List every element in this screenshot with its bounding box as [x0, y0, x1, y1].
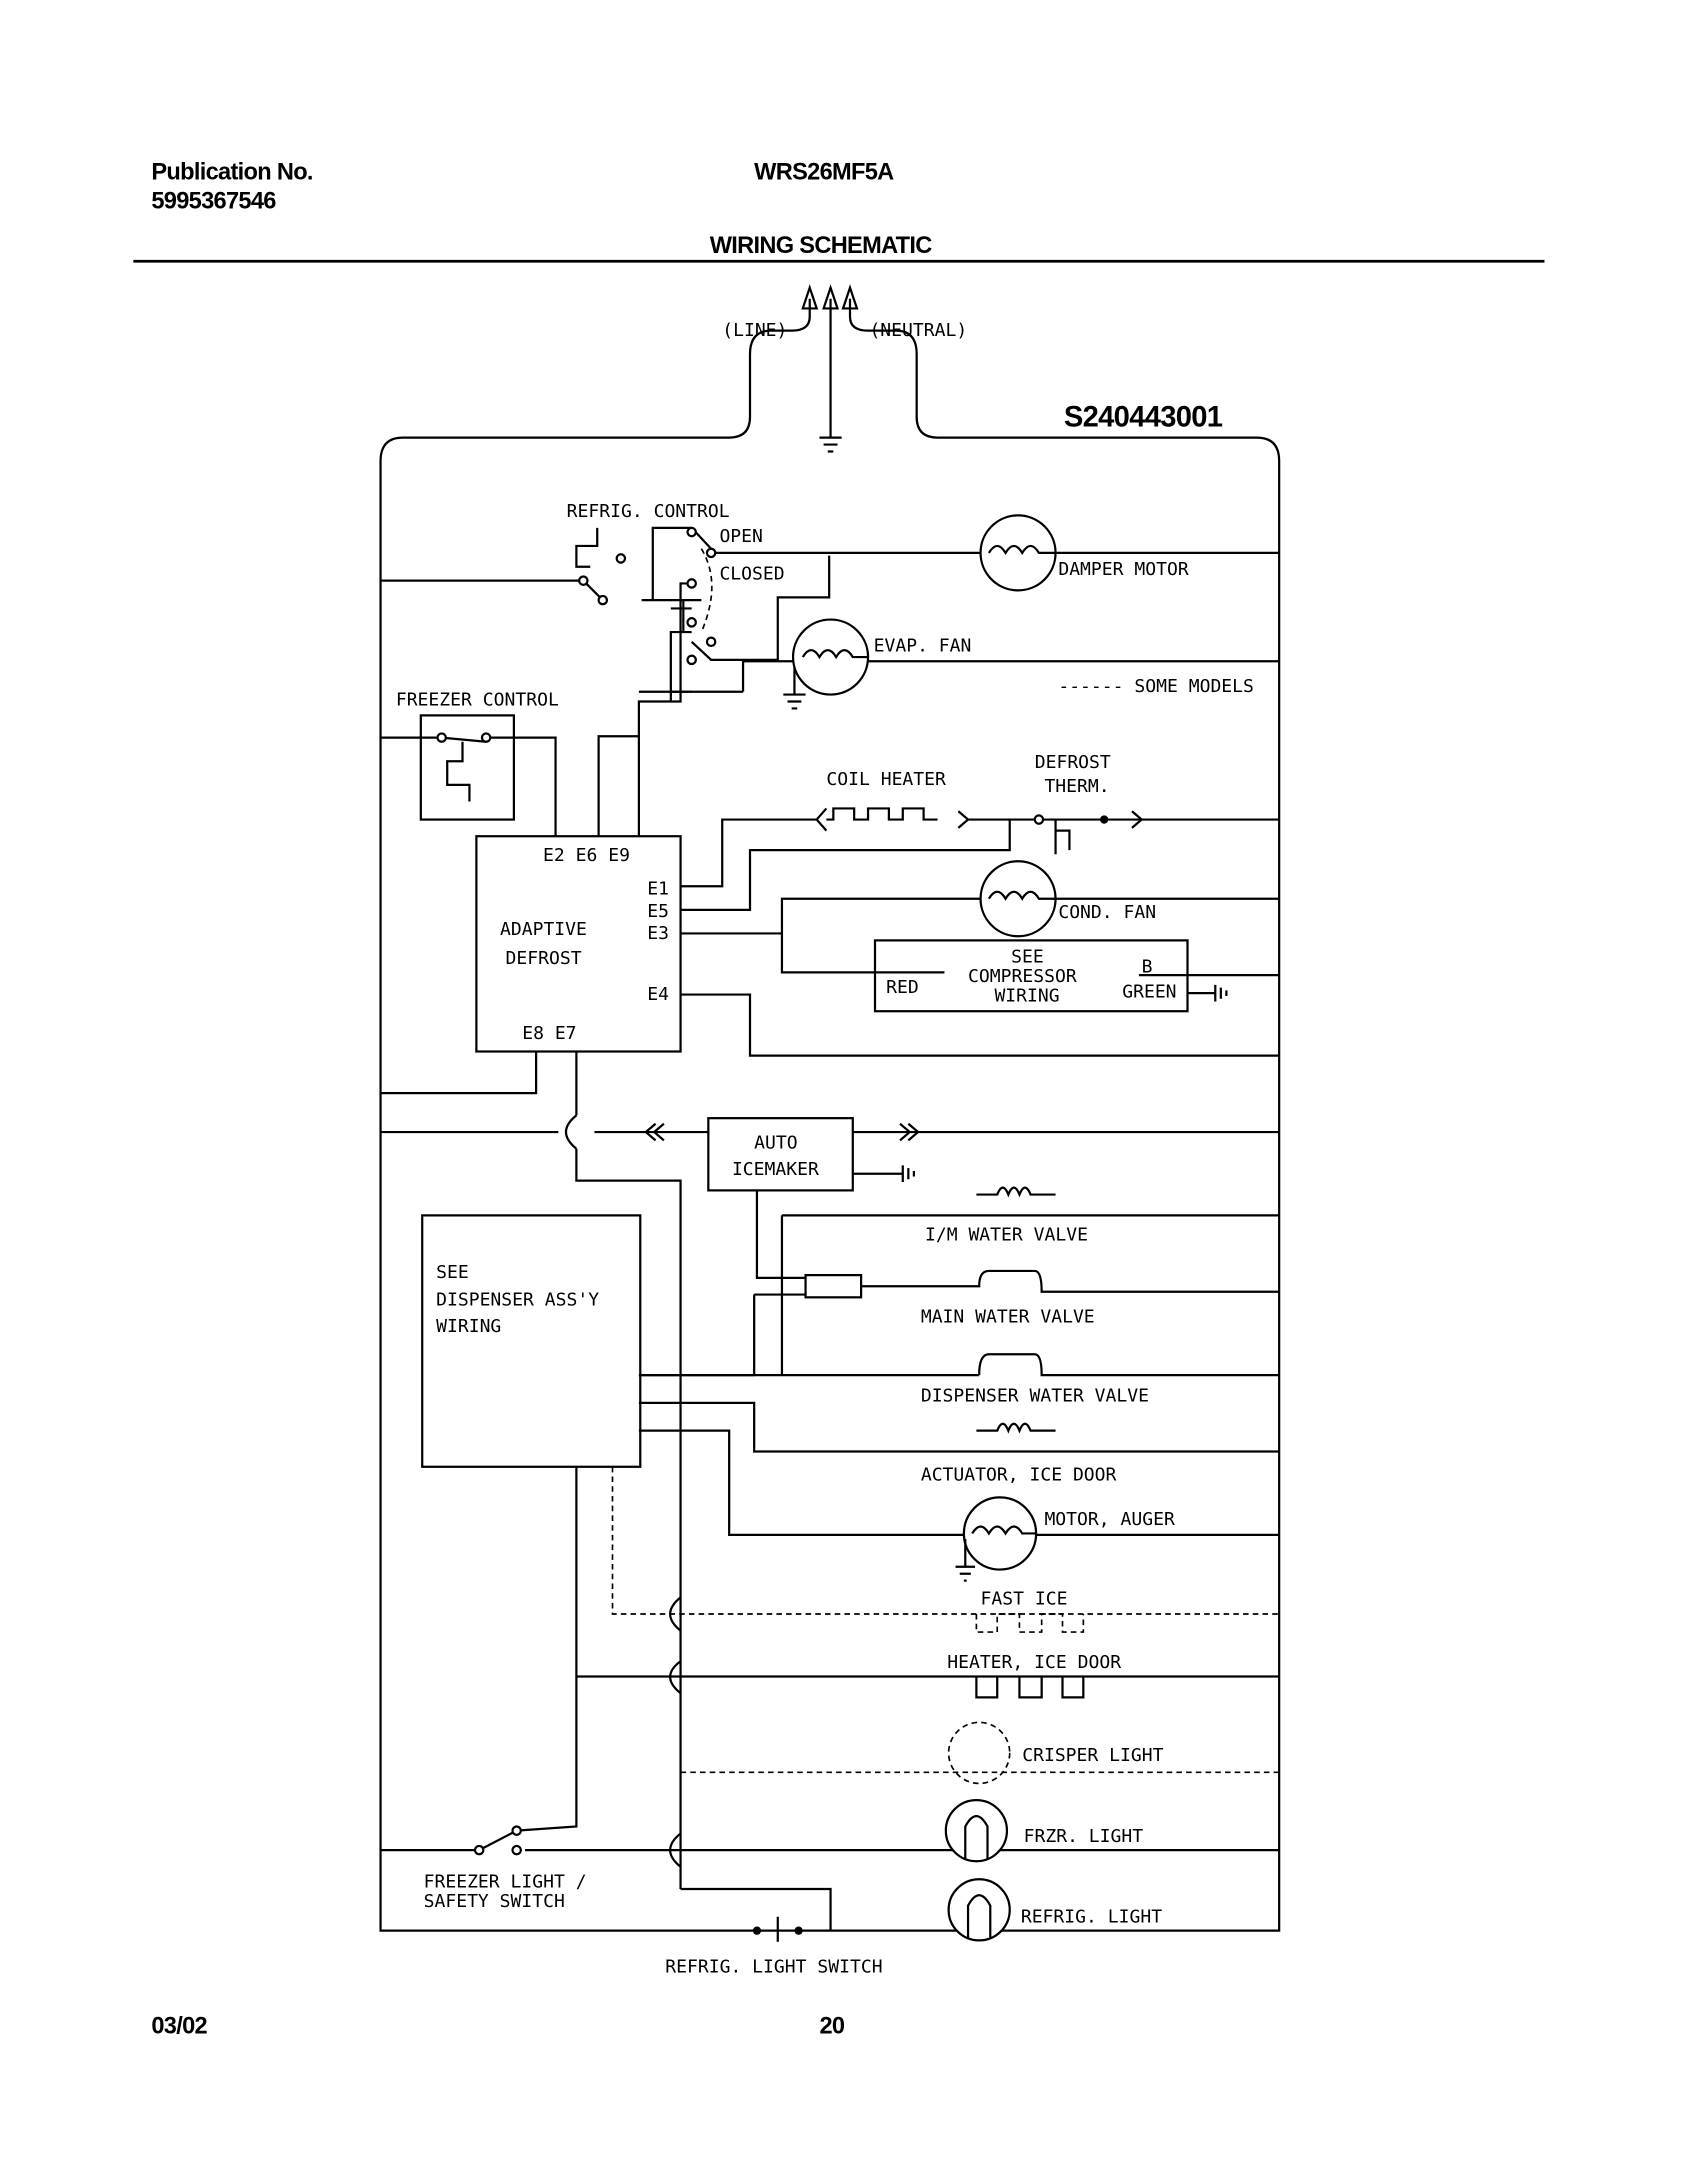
crisper-light-label: CRISPER LIGHT — [1022, 1745, 1163, 1766]
closed-label: CLOSED — [719, 563, 784, 584]
freezer-light-switch-label-2: SAFETY SWITCH — [424, 1891, 565, 1912]
terminal-e1: E1 — [647, 879, 669, 900]
auto-label: AUTO — [754, 1133, 797, 1154]
schematic: (LINE) (NEUTRAL) S240443001 REFRIG. CONT… — [379, 284, 1281, 1977]
neutral-label: (NEUTRAL) — [869, 320, 967, 341]
cond-fan-label: COND. FAN — [1058, 902, 1156, 923]
main-water-valve-label: MAIN WATER VALVE — [921, 1306, 1095, 1327]
fast-ice-heater: FAST ICE HEATER, ICE DOOR — [576, 1588, 1280, 1868]
icemaker-label: ICEMAKER — [732, 1159, 819, 1180]
compressor-text: COMPRESSOR — [968, 966, 1077, 987]
motor-auger-label: MOTOR, AUGER — [1044, 1509, 1175, 1530]
dispenser-text: SEE — [436, 1262, 469, 1283]
freezer-control: FREEZER CONTROL — [380, 690, 639, 837]
power-input: (LINE) (NEUTRAL) S240443001 — [379, 284, 1281, 1932]
terminal-e4: E4 — [647, 984, 669, 1005]
b-wire-label: B — [1142, 956, 1153, 977]
defrost-therm-label: DEFROST — [1035, 752, 1111, 773]
icemaker: AUTO ICEMAKER — [380, 1051, 1280, 1889]
refrig-control-label: REFRIG. CONTROL — [567, 501, 730, 522]
compressor-text: WIRING — [994, 986, 1059, 1007]
dispenser-text: WIRING — [436, 1316, 501, 1337]
freezer-control-label: FREEZER CONTROL — [396, 690, 559, 711]
frzr-light-label: FRZR. LIGHT — [1024, 1826, 1144, 1847]
dispenser-assembly: SEE DISPENSER ASS'Y WIRING — [421, 1214, 1280, 1832]
freezer-light-switch-label: FREEZER LIGHT / — [424, 1872, 587, 1893]
coil-heater: COIL HEATER DEFROST THERM. — [680, 752, 1280, 911]
evap-fan: EVAP. FAN ------ SOME MODELS — [638, 618, 1280, 710]
defrost-therm-label-2: THERM. — [1044, 776, 1109, 797]
some-models-legend: ------ SOME MODELS — [1058, 676, 1254, 697]
lights: CRISPER LIGHT FRZR. LIGHT REFRIG. LIGHT … — [380, 1721, 1280, 1977]
crisper-light-icon — [947, 1721, 1011, 1785]
defrost-label: DEFROST — [506, 948, 582, 969]
refrig-control: REFRIG. CONTROL OPEN CLOSED — [380, 501, 1280, 837]
page-title: WIRING SCHEMATIC — [710, 233, 933, 259]
evap-fan-label: EVAP. FAN — [874, 636, 972, 657]
adaptive-label: ADAPTIVE — [500, 919, 587, 940]
red-wire-label: RED — [886, 977, 919, 998]
frzr-light-icon — [944, 1798, 1009, 1863]
dispenser-text: DISPENSER ASS'Y — [436, 1290, 599, 1311]
terminals-bottom: E8 E7 — [522, 1023, 576, 1044]
refrig-light-icon — [947, 1878, 1011, 1942]
adaptive-defrost: E2 E6 E9 E1 E5 E3 E4 ADAPTIVE DEFROST E8… — [475, 835, 682, 1053]
coil-heater-label: COIL HEATER — [826, 769, 946, 790]
drawing-number: S240443001 — [1064, 402, 1223, 434]
refrig-light-label: REFRIG. LIGHT — [1021, 1906, 1162, 1927]
ground-icon — [955, 1539, 975, 1582]
open-label: OPEN — [719, 526, 762, 547]
compressor-text: SEE — [1011, 947, 1044, 968]
heater-ice-door-label: HEATER, ICE DOOR — [947, 1652, 1121, 1673]
terminals-top: E2 E6 E9 — [543, 845, 630, 866]
page-number: 20 — [819, 2013, 844, 2039]
damper-motor: DAMPER MOTOR — [979, 514, 1189, 592]
motor-auger: MOTOR, AUGER — [955, 1496, 1175, 1582]
publication-label: Publication No. — [151, 159, 312, 185]
water-valves: I/M WATER VALVE MAIN WATER VALVE DISPENS… — [638, 1186, 1280, 1536]
ground-icon — [783, 666, 806, 710]
im-water-valve-label: I/M WATER VALVE — [925, 1224, 1088, 1245]
refrig-light-switch-label: REFRIG. LIGHT SWITCH — [665, 1956, 882, 1977]
footer-date: 03/02 — [151, 2013, 207, 2039]
valve-connector — [804, 1274, 863, 1299]
model-number: WRS26MF5A — [754, 159, 894, 185]
damper-motor-label: DAMPER MOTOR — [1058, 559, 1189, 580]
terminal-e5: E5 — [647, 901, 669, 922]
line-label: (LINE) — [722, 320, 787, 341]
terminal-e3: E3 — [647, 923, 669, 944]
actuator-ice-door-label: ACTUATOR, ICE DOOR — [921, 1465, 1117, 1486]
publication-number: 5995367546 — [151, 188, 276, 214]
fast-ice-label: FAST ICE — [981, 1588, 1068, 1609]
green-wire-label: GREEN — [1122, 981, 1176, 1002]
cond-fan: COND. FAN SEE COMPRESSOR WIRING RED B GR… — [680, 860, 1280, 1057]
dispenser-water-valve-label: DISPENSER WATER VALVE — [921, 1386, 1149, 1407]
